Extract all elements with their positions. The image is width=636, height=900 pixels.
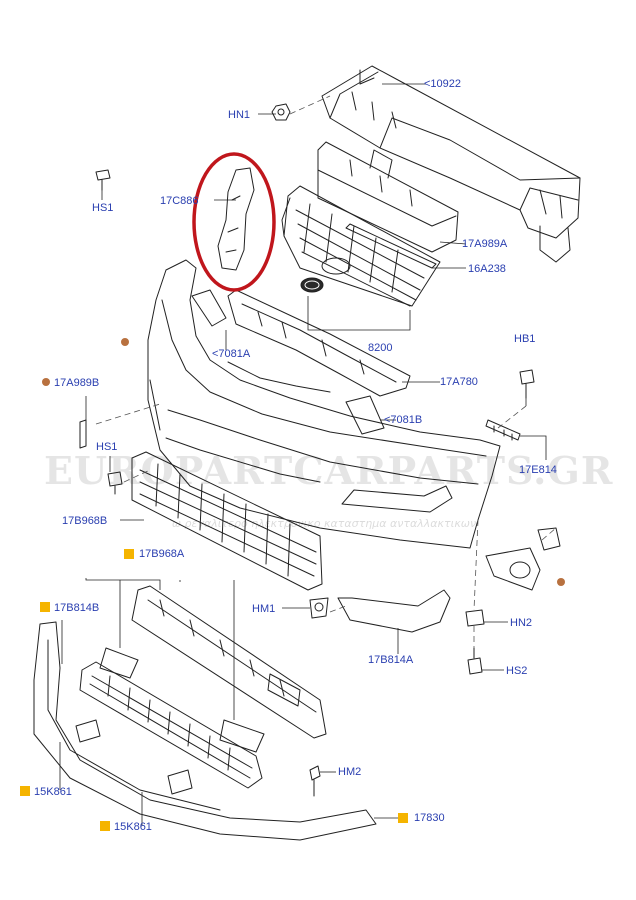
marker-square-15k861-b bbox=[100, 821, 110, 831]
label-hn2: HN2 bbox=[510, 617, 533, 629]
marker-square-17b814b bbox=[40, 602, 50, 612]
grille-chrome-strip bbox=[345, 223, 437, 269]
radiator-grille bbox=[281, 185, 441, 307]
bumper-reinforcement-beam bbox=[321, 65, 581, 263]
label-17c886: 17C886 bbox=[160, 195, 199, 207]
bracket-7081b bbox=[345, 395, 385, 435]
label-10922: <10922 bbox=[424, 78, 462, 90]
label-8200: 8200 bbox=[368, 342, 393, 354]
marker-dot-bumper bbox=[121, 338, 129, 346]
clip-15k861-right bbox=[167, 769, 193, 795]
front-bumper-cover bbox=[147, 259, 501, 549]
sensor-bracket bbox=[485, 527, 561, 591]
highlight-ring bbox=[192, 152, 276, 292]
fastener-hs2 bbox=[467, 647, 483, 675]
lower-honeycomb-grille bbox=[79, 661, 263, 789]
label-17a780: 17A780 bbox=[440, 376, 478, 388]
air-deflector bbox=[33, 621, 377, 841]
label-17a989a: 17A989A bbox=[462, 238, 508, 250]
label-17a989b: 17A989B bbox=[54, 377, 100, 389]
alignment-lines bbox=[95, 95, 557, 648]
marker-square-17830 bbox=[398, 813, 408, 823]
fastener-17a989b bbox=[79, 419, 87, 449]
fastener-hm2 bbox=[309, 765, 321, 797]
label-17b814a: 17B814A bbox=[368, 654, 414, 666]
fastener-hm1 bbox=[309, 597, 329, 619]
label-15k861-b: 15K861 bbox=[114, 821, 152, 833]
upper-carrier-bracket bbox=[317, 141, 459, 253]
fog-lamp-bezel-right bbox=[337, 589, 451, 633]
label-hs2: HS2 bbox=[506, 665, 528, 677]
clip-15k861-left bbox=[75, 719, 101, 743]
marker-dot-17a989b bbox=[42, 378, 50, 386]
label-hm1: HM1 bbox=[252, 603, 276, 615]
label-15k861-a: 15K861 bbox=[34, 786, 72, 798]
label-17830: 17830 bbox=[414, 812, 445, 824]
marker-square-15k861-a bbox=[20, 786, 30, 796]
fastener-hn1 bbox=[271, 103, 291, 121]
ford-emblem bbox=[300, 277, 324, 293]
lower-grille-assembly bbox=[131, 585, 327, 739]
marker-dot-sensor-bracket bbox=[557, 578, 565, 586]
label-17b814b: 17B814B bbox=[54, 602, 100, 614]
fastener-hb1 bbox=[519, 369, 535, 399]
label-7081b: <7081B bbox=[384, 414, 423, 426]
label-17e814: 17E814 bbox=[519, 464, 557, 476]
label-hm2: HM2 bbox=[338, 766, 362, 778]
label-7081a: <7081A bbox=[212, 348, 251, 360]
label-17b968a: 17B968A bbox=[139, 548, 185, 560]
upper-absorber-bracket bbox=[227, 289, 411, 397]
fog-lamp-bezel-left bbox=[99, 647, 139, 679]
leader-lines bbox=[59, 83, 547, 826]
fastener-hn2 bbox=[465, 609, 485, 627]
lower-grille-upper bbox=[131, 451, 323, 591]
label-16a238: 16A238 bbox=[468, 263, 506, 275]
label-17b968b: 17B968B bbox=[62, 515, 108, 527]
side-bracket-17e814 bbox=[485, 419, 521, 441]
bracket-7081a bbox=[191, 289, 227, 327]
label-hs1-mid: HS1 bbox=[96, 441, 118, 453]
label-hn1: HN1 bbox=[228, 109, 251, 121]
bracket-17c886 bbox=[217, 167, 255, 271]
fog-lamp-bezel-small bbox=[219, 719, 265, 753]
fastener-hs1-top bbox=[95, 169, 111, 191]
fastener-hs1-mid bbox=[107, 471, 123, 495]
label-hb1: HB1 bbox=[514, 333, 536, 345]
label-hs1-top: HS1 bbox=[92, 202, 114, 214]
marker-square-17b968a bbox=[124, 549, 134, 559]
